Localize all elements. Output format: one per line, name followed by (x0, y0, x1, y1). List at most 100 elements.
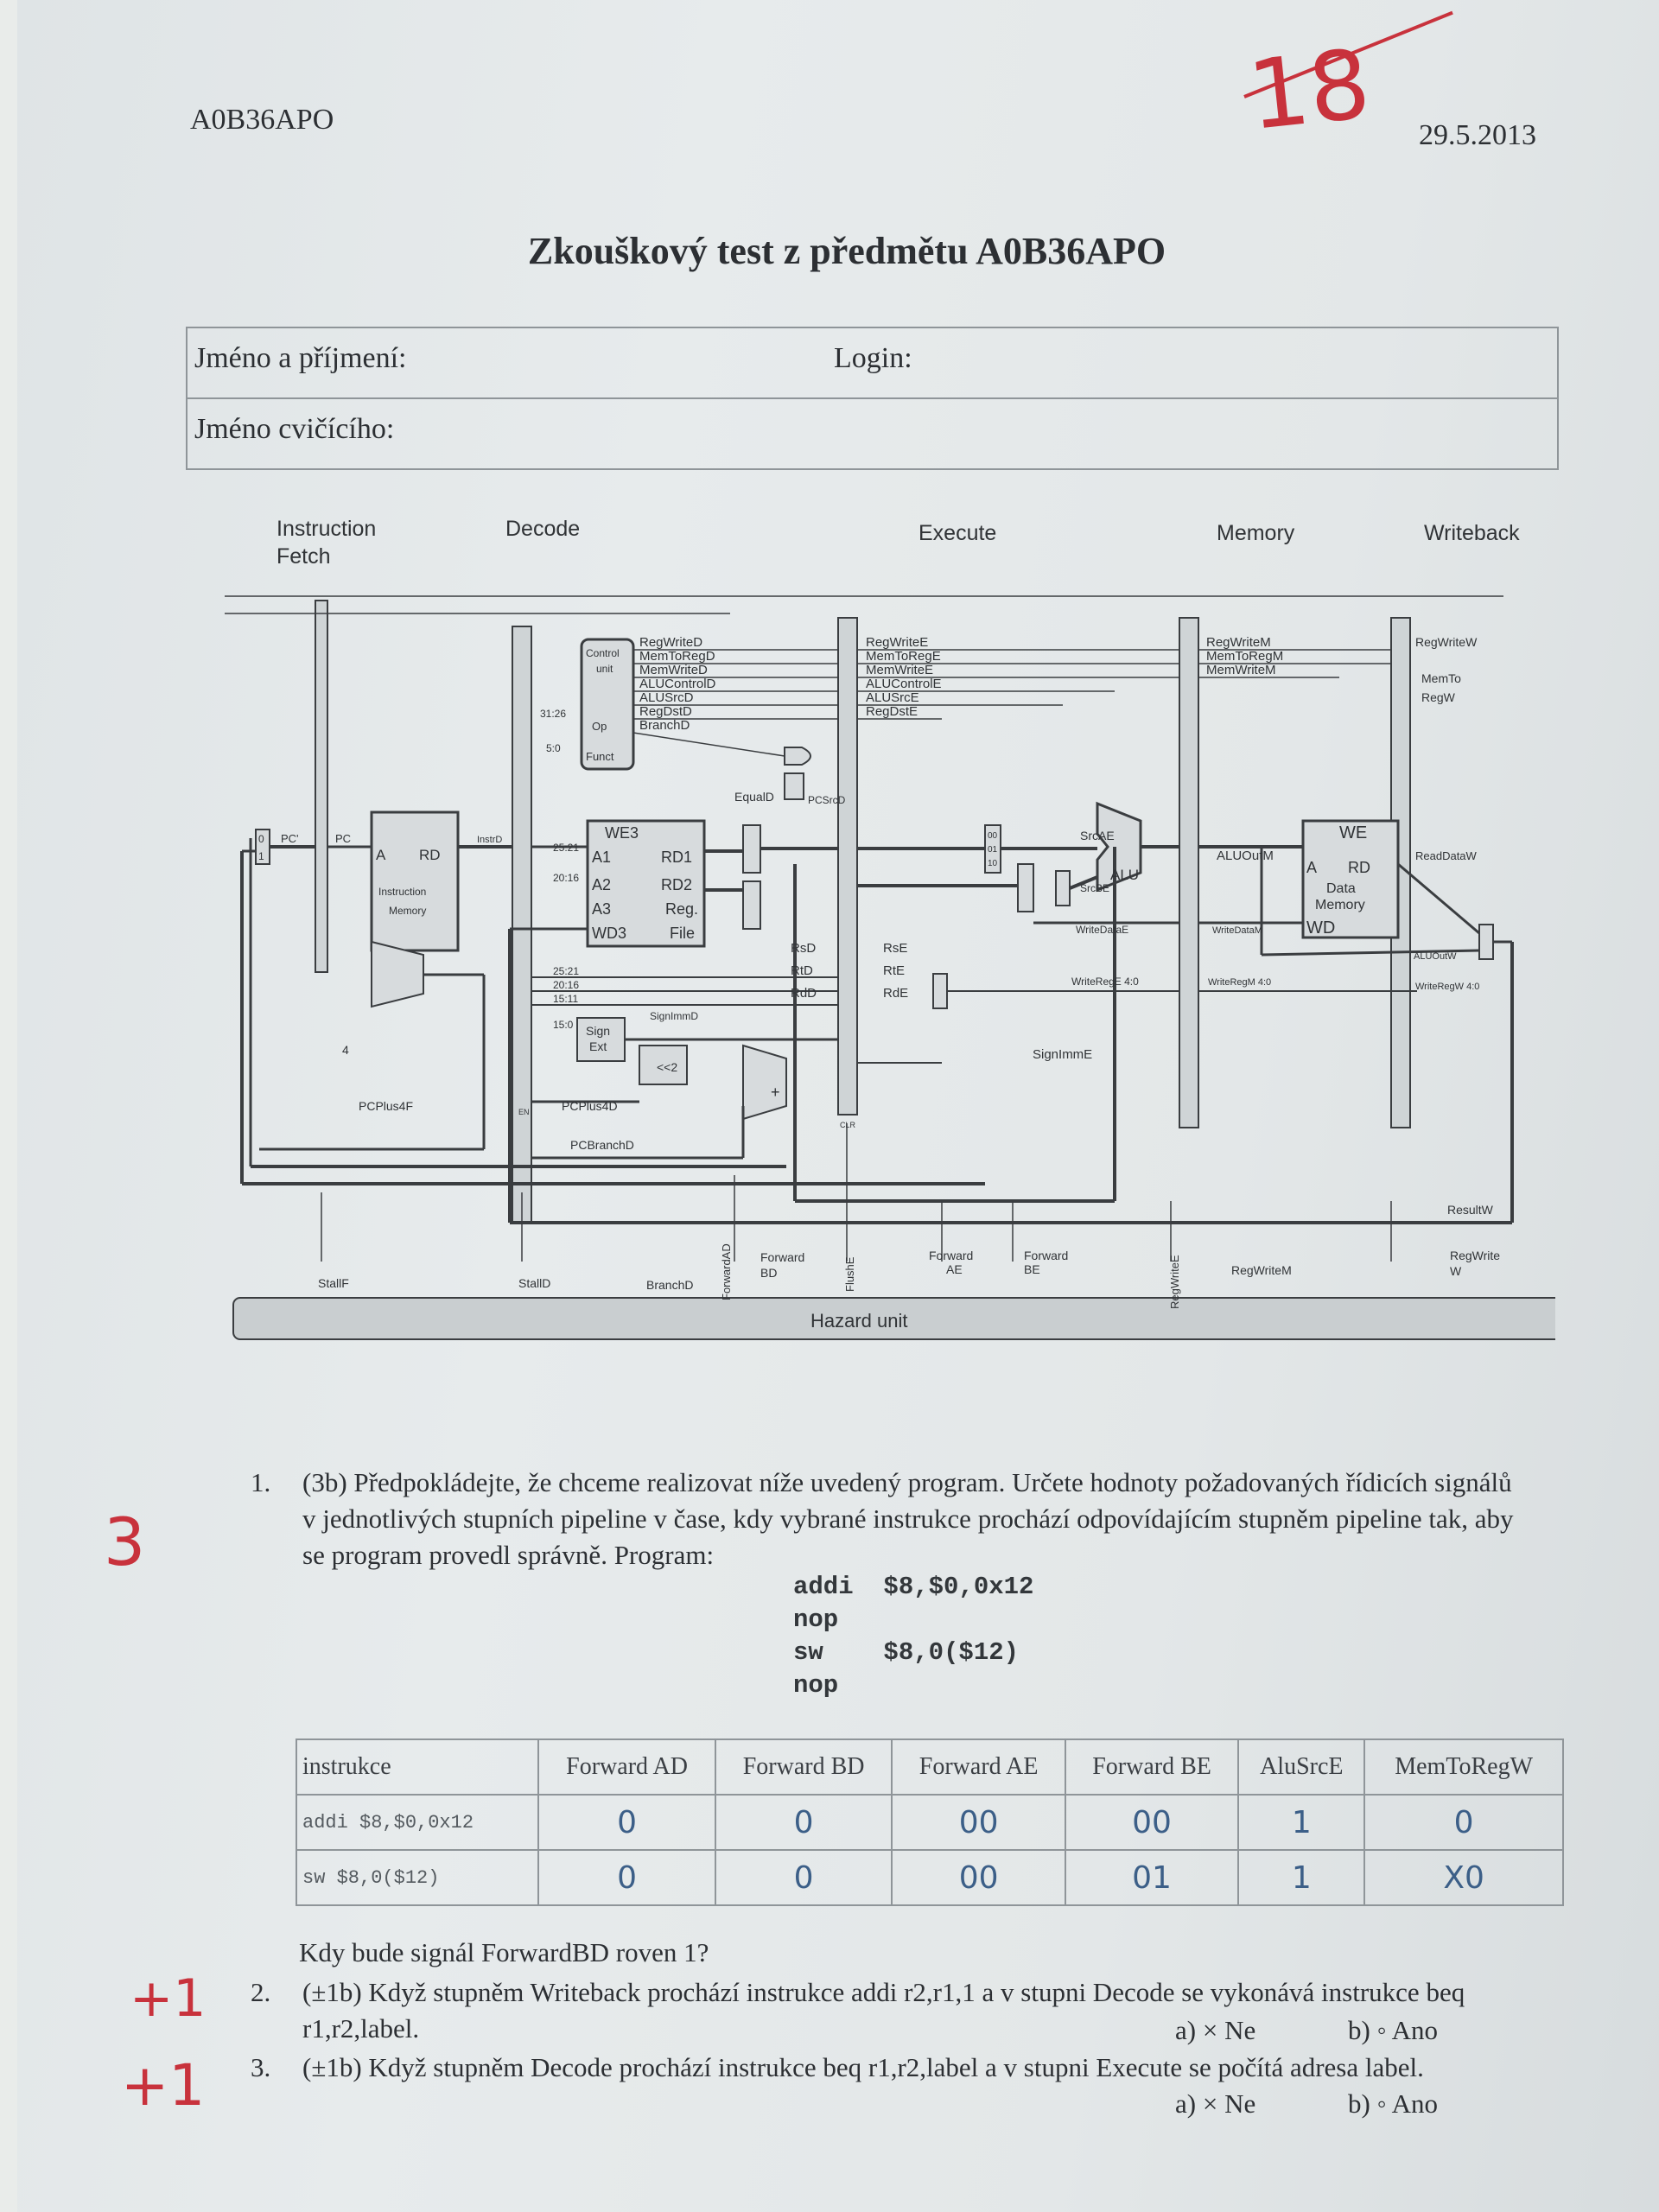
q1-grade: 3 (104, 1503, 146, 1580)
answer-table: instrukce Forward AD Forward BD Forward … (295, 1738, 1564, 1906)
alu-block (1096, 801, 1142, 893)
svg-text:Decode: Decode (505, 517, 580, 541)
svg-text:ReadDataW: ReadDataW (1415, 849, 1478, 862)
svg-text:RegWriteD: RegWriteD (639, 635, 702, 650)
pipeline-reg-fetch (315, 600, 328, 973)
svg-text:MemWriteM: MemWriteM (1206, 663, 1276, 677)
pipeline-reg-execute (837, 617, 858, 1116)
svg-text:RsD: RsD (791, 941, 816, 956)
svg-text:PCBranchD: PCBranchD (570, 1138, 634, 1152)
q3-option-b[interactable]: b) ◦ Ano (1348, 2088, 1438, 2119)
svg-text:Instruction: Instruction (378, 886, 426, 898)
svg-text:25:21: 25:21 (553, 965, 579, 977)
svg-text:BD: BD (760, 1266, 777, 1280)
svg-text:Execute: Execute (918, 521, 996, 545)
svg-text:RsE: RsE (883, 941, 907, 956)
svg-text:StallF: StallF (318, 1276, 349, 1290)
forward-be-mux (1017, 863, 1034, 912)
svg-text:AE: AE (946, 1262, 963, 1276)
result-mux (1478, 924, 1494, 960)
answer-cell: 0 (1363, 1794, 1564, 1851)
q2-grade: +1 (130, 1968, 207, 2029)
svg-text:4: 4 (342, 1043, 349, 1057)
pipeline-reg-decode (512, 626, 532, 1224)
svg-text:ALUOutW: ALUOutW (1414, 951, 1457, 962)
svg-text:BranchD: BranchD (646, 1278, 693, 1292)
svg-text:WriteDataM: WriteDataM (1212, 925, 1262, 936)
svg-text:+: + (771, 1084, 780, 1101)
svg-text:20:16: 20:16 (553, 979, 579, 991)
svg-text:<<2: <<2 (657, 1060, 677, 1074)
svg-text:Memory: Memory (389, 905, 426, 917)
svg-text:WriteDataE: WriteDataE (1076, 924, 1128, 936)
pipeline-reg-memory (1179, 617, 1199, 1128)
col-forward-be: Forward BE (1064, 1738, 1240, 1796)
q3-option-a[interactable]: a) × Ne (1175, 2088, 1256, 2119)
svg-text:01: 01 (988, 845, 998, 855)
shift-left-block (639, 1045, 688, 1085)
col-forward-bd: Forward BD (714, 1738, 893, 1796)
svg-text:Control: Control (586, 647, 620, 659)
program-listing: addi $8,$0,0x12 nop sw $8,0($12) nop (793, 1573, 1034, 1700)
svg-text:Op: Op (592, 720, 607, 733)
q2-option-b[interactable]: b) ◦ Ano (1348, 2015, 1438, 2045)
svg-text:0: 0 (258, 833, 264, 845)
forward-ad-mux (742, 824, 761, 874)
forward-bd-mux (742, 880, 761, 930)
svg-text:RegWrite: RegWrite (1450, 1249, 1500, 1262)
q2-text: (±1b) Když stupněm Writeback prochází in… (302, 1977, 1465, 2044)
branch-adder (742, 1044, 787, 1121)
mips-pipeline-diagram: Instruction Fetch Decode Execute Memory … (225, 510, 1565, 1348)
col-forward-ad: Forward AD (537, 1738, 716, 1796)
answer-cell: 01 (1064, 1849, 1240, 1906)
svg-text:RdD: RdD (791, 986, 817, 1001)
control-unit-block (580, 638, 635, 771)
answer-cell: 1 (1237, 1849, 1366, 1906)
answer-cell: X0 (1363, 1849, 1564, 1906)
svg-text:SrcAE: SrcAE (1080, 829, 1115, 842)
equal-comparator (784, 772, 804, 800)
svg-text:Instruction: Instruction (276, 517, 376, 541)
svg-text:File: File (670, 925, 695, 942)
answer-cell: 1 (1237, 1794, 1366, 1851)
svg-text:PCPlus4D: PCPlus4D (562, 1099, 618, 1113)
svg-text:Ext: Ext (589, 1039, 607, 1053)
svg-text:Funct: Funct (586, 750, 614, 763)
answer-cell: 00 (1064, 1794, 1240, 1851)
svg-text:MemWriteE: MemWriteE (866, 663, 933, 677)
row-instruction: sw $8,0($12) (295, 1849, 540, 1906)
tutor-label: Jméno cvičícího: (194, 413, 395, 445)
svg-text:CLR: CLR (840, 1121, 856, 1129)
svg-text:WE: WE (1339, 823, 1367, 842)
svg-text:RdE: RdE (883, 986, 908, 1001)
q3-grade: +1 (121, 2052, 206, 2119)
svg-text:EN: EN (518, 1108, 530, 1116)
svg-text:Memory: Memory (1315, 898, 1365, 912)
svg-text:MemTo: MemTo (1421, 671, 1461, 685)
svg-text:RtE: RtE (883, 963, 905, 978)
course-code: A0B36APO (190, 104, 334, 136)
q2-number: 2. (251, 1977, 271, 2007)
forwardbd-question: Kdy bude signál ForwardBD roven 1? (299, 1937, 709, 1967)
svg-text:A2: A2 (592, 876, 611, 893)
answer-cell: 0 (537, 1849, 716, 1906)
exam-date: 29.5.2013 (1419, 119, 1536, 151)
q2-option-a[interactable]: a) × Ne (1175, 2015, 1256, 2045)
svg-text:SignImmE: SignImmE (1033, 1047, 1092, 1062)
svg-text:Data: Data (1326, 881, 1356, 896)
regdst-mux (932, 973, 948, 1009)
svg-text:RegWriteE: RegWriteE (866, 635, 928, 650)
svg-text:31:26: 31:26 (540, 708, 566, 720)
svg-text:PC': PC' (281, 832, 299, 845)
login-label: Login: (834, 342, 912, 374)
table-row: sw $8,0($12) 0 0 00 01 1 X0 (295, 1849, 1564, 1906)
svg-text:15:0: 15:0 (553, 1019, 574, 1031)
svg-text:Fetch: Fetch (276, 544, 331, 569)
pc-adder (371, 940, 424, 1008)
col-memtoregw: MemToRegW (1363, 1738, 1564, 1796)
answer-cell: 0 (714, 1794, 893, 1851)
svg-text:MemToRegD: MemToRegD (639, 649, 715, 664)
svg-text:SignImmD: SignImmD (650, 1010, 698, 1022)
svg-text:PCPlus4F: PCPlus4F (359, 1099, 413, 1113)
svg-text:ForwardAD: ForwardAD (720, 1243, 733, 1300)
